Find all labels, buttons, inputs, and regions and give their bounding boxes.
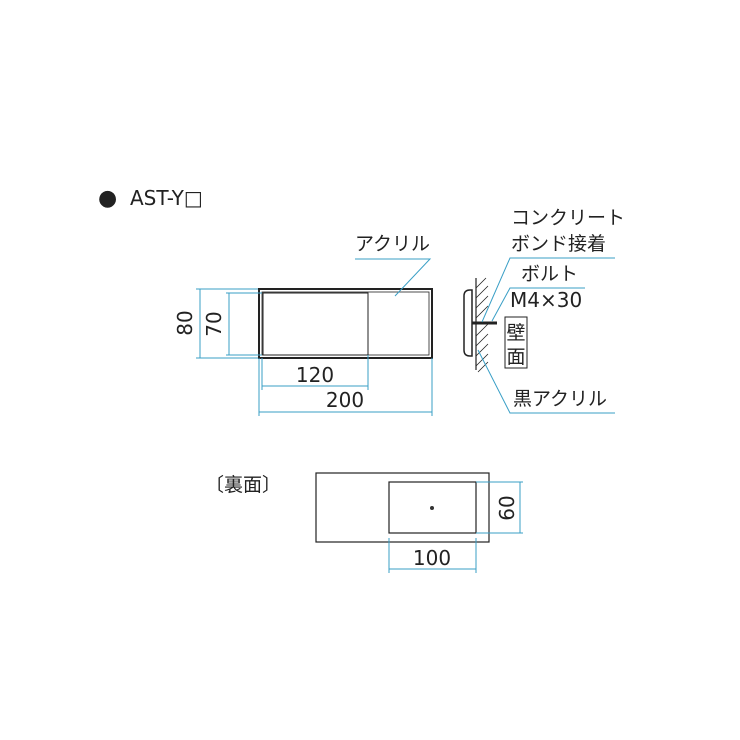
model-title: ● AST-Y□ [98,186,203,211]
dim-60-line [476,481,523,534]
dim-80-label: 80 [173,310,197,335]
bolt-label-line1: ボルト [521,263,578,285]
front-window [262,292,369,356]
dim-120-line [261,355,369,390]
back-label: 〔裏面〕 [205,474,281,496]
dim-70-label: 70 [202,311,226,336]
title-bullet: ● [98,186,117,211]
wall-label-char1: 壁 [506,322,525,344]
wall-hatch [475,277,489,373]
dim-100-line [388,538,477,573]
bolt-label-line2: M4×30 [510,288,582,312]
dim-60-label: 60 [495,495,519,520]
adhesive-label-line1: コンクリート [511,207,625,229]
dim-120-label: 120 [296,363,334,387]
dim-80-line [196,288,258,359]
adhesive-label-line2: ボンド接着 [511,233,606,255]
wall-label-char2: 面 [506,346,525,368]
model-name: AST-Y□ [130,186,203,210]
dim-200-label: 200 [326,388,364,412]
side-plate [463,289,473,357]
adhesive-leader [481,257,615,323]
dim-100-label: 100 [413,546,451,570]
back-outer-plate [315,472,490,543]
dim-200-line [258,358,433,416]
acrylic-leader [355,258,432,297]
bolt-leader [491,287,585,322]
front-outer-plate [258,288,433,359]
side-view: コンクリート ボンド接着 ボルト M4×30 壁 面 黒アクリル [463,207,625,414]
bolt-hole [430,506,434,510]
black-acrylic-leader [477,349,615,414]
wall-label-box [504,316,528,369]
front-inner-edge [261,291,430,356]
black-acrylic-label: 黒アクリル [513,388,607,410]
acrylic-label: アクリル [355,233,430,255]
back-base-plate [388,481,477,534]
back-view: 〔裏面〕 60 100 [205,472,523,573]
dim-70-line [226,292,262,356]
front-view: アクリル 80 70 120 200 [173,233,433,416]
